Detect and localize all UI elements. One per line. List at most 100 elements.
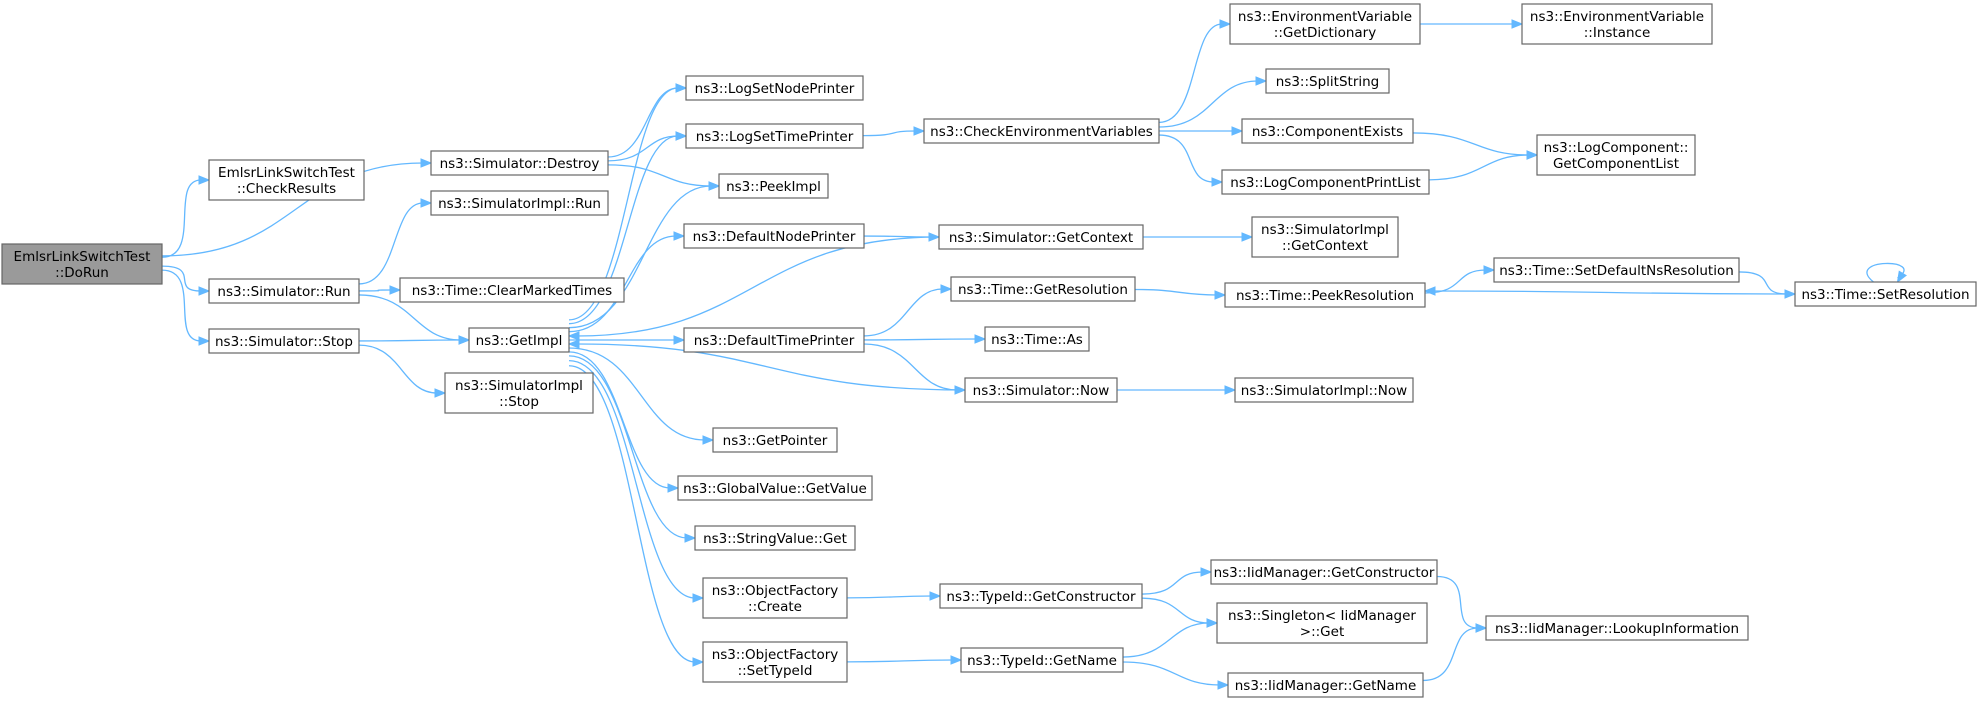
node-label: ns3::Time::SetDefaultNsResolution [1499,263,1734,279]
node-iidgetname[interactable]: ns3::IidManager::GetName [1227,672,1424,698]
node-box [712,427,838,453]
node-svget[interactable]: ns3::StringValue::Get [694,525,856,551]
node-envdict[interactable]: ns3::EnvironmentVariable::GetDictionary [1229,3,1421,45]
node-stop[interactable]: ns3::Simulator::Stop [208,328,360,354]
node-deftime[interactable]: ns3::DefaultTimePrinter [683,327,865,353]
node-label: ns3::Simulator::Stop [215,334,353,350]
edge-simnow-to-getimpl-line [576,343,966,391]
node-getcontext[interactable]: ns3::Simulator::GetContext [938,224,1144,250]
edge-getimpl-to-lognode-arrowhead [675,83,688,93]
node-box [702,577,848,619]
node-getimpl[interactable]: ns3::GetImpl [468,327,570,353]
node-getpointer[interactable]: ns3::GetPointer [712,427,838,453]
node-logcompprint[interactable]: ns3::LogComponentPrintList [1221,169,1430,195]
node-lognode[interactable]: ns3::LogSetNodePrinter [685,75,864,101]
node-envinst[interactable]: ns3::EnvironmentVariable::Instance [1521,3,1713,45]
node-box [984,326,1090,352]
edge-getimpl-to-svget-arrowhead [684,533,697,543]
edge-run-to-clearmarked-line [358,289,393,292]
node-peekres[interactable]: ns3::Time::PeekResolution [1224,282,1426,308]
edge-checkenv-to-splitstr-line [1158,80,1259,128]
node-defnode[interactable]: ns3::DefaultNodePrinter [683,223,865,249]
edge-getimpl-to-getpointer-line [568,347,706,441]
edge-getimpl-to-ofcreate-arrowhead [692,593,705,603]
node-label: ns3::StringValue::Get [703,531,847,547]
node-run[interactable]: ns3::Simulator::Run [208,278,360,304]
node-label: ns3::IidManager::GetName [1235,678,1417,694]
node-implgetctx[interactable]: ns3::SimulatorImpl::GetContext [1251,216,1399,258]
edge-deftime-to-getres-line [863,288,944,337]
node-box [208,278,360,304]
node-setres[interactable]: ns3::Time::SetResolution [1794,281,1977,307]
edge-dorun-to-checkresults-line [161,179,202,258]
node-label: ns3::ObjectFactory [712,583,839,599]
node-setdefns[interactable]: ns3::Time::SetDefaultNsResolution [1493,257,1740,283]
node-getres[interactable]: ns3::Time::GetResolution [950,276,1136,302]
node-label: ns3::TypeId::GetName [967,653,1117,669]
edge-getimpl-to-ofsettype-arrowhead [692,657,705,667]
node-label: ns3::DefaultTimePrinter [694,333,855,349]
edge-stop-to-implstop-line [358,344,438,394]
edge-tgetname-to-singleton [1122,618,1219,658]
edge-iidgetname-to-lookup-line [1422,627,1479,682]
edge-getimpl-to-gvget-arrowhead [667,483,680,493]
node-dorun[interactable]: EmlsrLinkSwitchTest::DoRun [1,243,163,285]
node-checkenv[interactable]: ns3::CheckEnvironmentVariables [923,118,1160,144]
node-label: GetComponentList [1553,156,1679,172]
node-label: EmlsrLinkSwitchTest [218,165,355,181]
node-box [683,327,865,353]
node-iidgetctor[interactable]: ns3::IidManager::GetConstructor [1210,559,1438,585]
node-box [1485,615,1749,641]
node-destroy[interactable]: ns3::Simulator::Destroy [430,150,609,176]
edge-dorun-to-destroy-arrowhead [420,158,433,168]
node-logtime[interactable]: ns3::LogSetTimePrinter [685,123,864,149]
node-box [1227,672,1424,698]
node-label: ns3::Simulator::Now [973,383,1110,399]
node-ofcreate[interactable]: ns3::ObjectFactory::Create [702,577,848,619]
node-box [1251,216,1399,258]
edge-getres-to-peekres-arrowhead [1214,290,1227,300]
edge-getcontext-to-getimpl-line [576,236,940,337]
edge-logcompprint-to-getcomplist-line [1428,154,1530,181]
edge-logtime-to-checkenv-arrowhead [913,126,926,136]
node-lookup[interactable]: ns3::IidManager::LookupInformation [1485,615,1749,641]
node-tgetname[interactable]: ns3::TypeId::GetName [960,647,1124,673]
node-box [208,159,365,201]
node-label: ns3::SimulatorImpl [1261,222,1389,238]
node-label: ns3::Simulator::Destroy [440,156,600,172]
node-implrun[interactable]: ns3::SimulatorImpl::Run [430,190,609,216]
node-label: ns3::ObjectFactory [712,647,839,663]
node-splitstr[interactable]: ns3::SplitString [1265,68,1390,94]
edge-getimpl-to-lognode-line [568,87,679,321]
node-singleton[interactable]: ns3::Singleton< IidManager >::Get [1216,602,1428,644]
node-box [1794,281,1977,307]
node-box [1536,134,1696,176]
node-implstop[interactable]: ns3::SimulatorImpl::Stop [444,372,594,414]
node-checkresults[interactable]: EmlsrLinkSwitchTest::CheckResults [208,159,365,201]
node-ofsettype[interactable]: ns3::ObjectFactory::SetTypeId [702,641,848,683]
node-gvget[interactable]: ns3::GlobalValue::GetValue [677,475,873,501]
node-label: ns3::EnvironmentVariable [1530,9,1704,25]
node-getcomplist[interactable]: ns3::LogComponent::GetComponentList [1536,134,1696,176]
edge-getres-to-peekres-line [1134,288,1218,296]
edge-logcompprint-to-getcomplist [1428,150,1539,181]
node-simnow[interactable]: ns3::Simulator::Now [964,377,1118,403]
node-getctor[interactable]: ns3::TypeId::GetConstructor [939,583,1143,609]
node-label: ::CheckResults [237,181,336,197]
edge-stop-to-implstop-arrowhead [434,388,447,398]
node-peekimpl[interactable]: ns3::PeekImpl [718,173,829,199]
node-label: ns3::Simulator::Run [217,284,350,300]
node-label: ns3::DefaultNodePrinter [693,229,856,245]
node-implnow[interactable]: ns3::SimulatorImpl::Now [1234,377,1414,403]
node-label: ::Instance [1584,25,1651,41]
node-label: ns3::SimulatorImpl::Now [1241,383,1407,399]
node-clearmarked[interactable]: ns3::Time::ClearMarkedTimes [399,277,625,303]
node-box [1,243,163,285]
edge-getimpl-to-deftime-arrowhead [673,335,686,345]
edge-getimpl-to-defnode-line [568,235,677,333]
edge-iidgetctor-to-lookup [1436,575,1488,633]
edge-getimpl-to-peekimpl-arrowhead [708,181,721,191]
node-compexists[interactable]: ns3::ComponentExists [1241,118,1414,144]
edge-deftime-to-timeas-arrowhead [974,334,987,344]
node-timeas[interactable]: ns3::Time::As [984,326,1090,352]
